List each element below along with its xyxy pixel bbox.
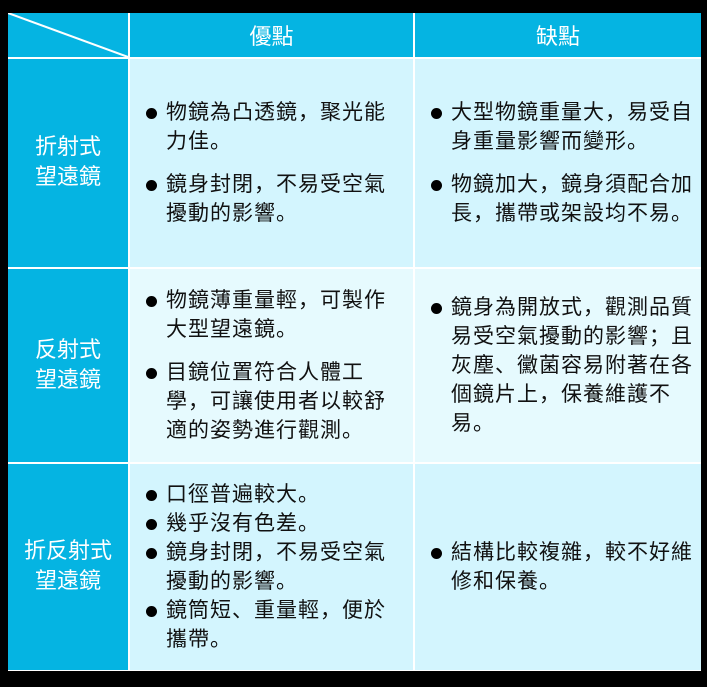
bullet-icon xyxy=(146,606,157,617)
bullet-icon xyxy=(146,108,157,119)
header-pros: 優點 xyxy=(130,13,413,57)
list-item: 鏡身封閉，不易受空氣擾動的影響。 xyxy=(144,170,406,228)
list-item: 鏡筒短、重量輕，便於攜帶。 xyxy=(144,596,406,654)
list-item: 物鏡加大，鏡身須配合加長，攜帶或架設均不易。 xyxy=(429,170,693,228)
list-item: 結構比較複雜，較不好維修和保養。 xyxy=(429,538,693,596)
list-item: 物鏡為凸透鏡，聚光能力佳。 xyxy=(144,98,406,156)
row-label-catadioptric: 折反射式 望遠鏡 xyxy=(8,464,128,670)
bullet-icon xyxy=(146,548,157,559)
reflecting-cons-list: 鏡身為開放式，觀測品質易受空氣擾動的影響；且灰塵、黴菌容易附著在各個鏡片上，保養… xyxy=(429,293,693,438)
refracting-pros-cell: 物鏡為凸透鏡，聚光能力佳。 鏡身封閉，不易受空氣擾動的影響。 xyxy=(130,59,413,267)
header-pros-label: 優點 xyxy=(249,25,294,50)
bullet-icon xyxy=(146,368,157,379)
telescope-comparison-table: 優點 缺點 折射式 望遠鏡 物鏡為凸透鏡，聚光能力佳。 鏡身封閉，不易受空氣擾動… xyxy=(8,13,701,671)
catadioptric-pros-list: 口徑普遍較大。 幾乎沒有色差。 鏡身封閉，不易受空氣擾動的影響。 鏡筒短、重量輕… xyxy=(144,480,406,654)
list-item: 幾乎沒有色差。 xyxy=(144,509,406,538)
catadioptric-cons-cell: 結構比較複雜，較不好維修和保養。 xyxy=(415,464,701,670)
list-item: 目鏡位置符合人體工學，可讓使用者以較舒適的姿勢進行觀測。 xyxy=(144,358,406,445)
bullet-icon xyxy=(146,519,157,530)
refracting-pros-list: 物鏡為凸透鏡，聚光能力佳。 鏡身封閉，不易受空氣擾動的影響。 xyxy=(144,98,406,228)
diagonal-divider-icon xyxy=(8,13,128,57)
header-cons-label: 缺點 xyxy=(535,25,580,50)
bullet-icon xyxy=(431,108,442,119)
bullet-icon xyxy=(431,548,442,559)
reflecting-pros-list: 物鏡薄重量輕，可製作大型望遠鏡。 目鏡位置符合人體工學，可讓使用者以較舒適的姿勢… xyxy=(144,286,406,445)
bullet-icon xyxy=(146,490,157,501)
reflecting-pros-cell: 物鏡薄重量輕，可製作大型望遠鏡。 目鏡位置符合人體工學，可讓使用者以較舒適的姿勢… xyxy=(130,269,413,462)
catadioptric-cons-list: 結構比較複雜，較不好維修和保養。 xyxy=(429,538,693,596)
row-label-reflecting: 反射式 望遠鏡 xyxy=(8,269,128,462)
list-item: 大型物鏡重量大，易受自身重量影響而變形。 xyxy=(429,98,693,156)
corner-cell xyxy=(8,13,128,57)
bullet-icon xyxy=(146,180,157,191)
list-item: 鏡身封閉，不易受空氣擾動的影響。 xyxy=(144,538,406,596)
list-item: 口徑普遍較大。 xyxy=(144,480,406,509)
bullet-icon xyxy=(146,296,157,307)
list-item: 物鏡薄重量輕，可製作大型望遠鏡。 xyxy=(144,286,406,344)
row-label-refracting: 折射式 望遠鏡 xyxy=(8,59,128,267)
bullet-icon xyxy=(431,303,442,314)
list-item: 鏡身為開放式，觀測品質易受空氣擾動的影響；且灰塵、黴菌容易附著在各個鏡片上，保養… xyxy=(429,293,693,438)
reflecting-cons-cell: 鏡身為開放式，觀測品質易受空氣擾動的影響；且灰塵、黴菌容易附著在各個鏡片上，保養… xyxy=(415,269,701,462)
header-cons: 缺點 xyxy=(415,13,701,57)
refracting-cons-list: 大型物鏡重量大，易受自身重量影響而變形。 物鏡加大，鏡身須配合加長，攜帶或架設均… xyxy=(429,98,693,228)
bullet-icon xyxy=(431,180,442,191)
catadioptric-pros-cell: 口徑普遍較大。 幾乎沒有色差。 鏡身封閉，不易受空氣擾動的影響。 鏡筒短、重量輕… xyxy=(130,464,413,670)
refracting-cons-cell: 大型物鏡重量大，易受自身重量影響而變形。 物鏡加大，鏡身須配合加長，攜帶或架設均… xyxy=(415,59,701,267)
